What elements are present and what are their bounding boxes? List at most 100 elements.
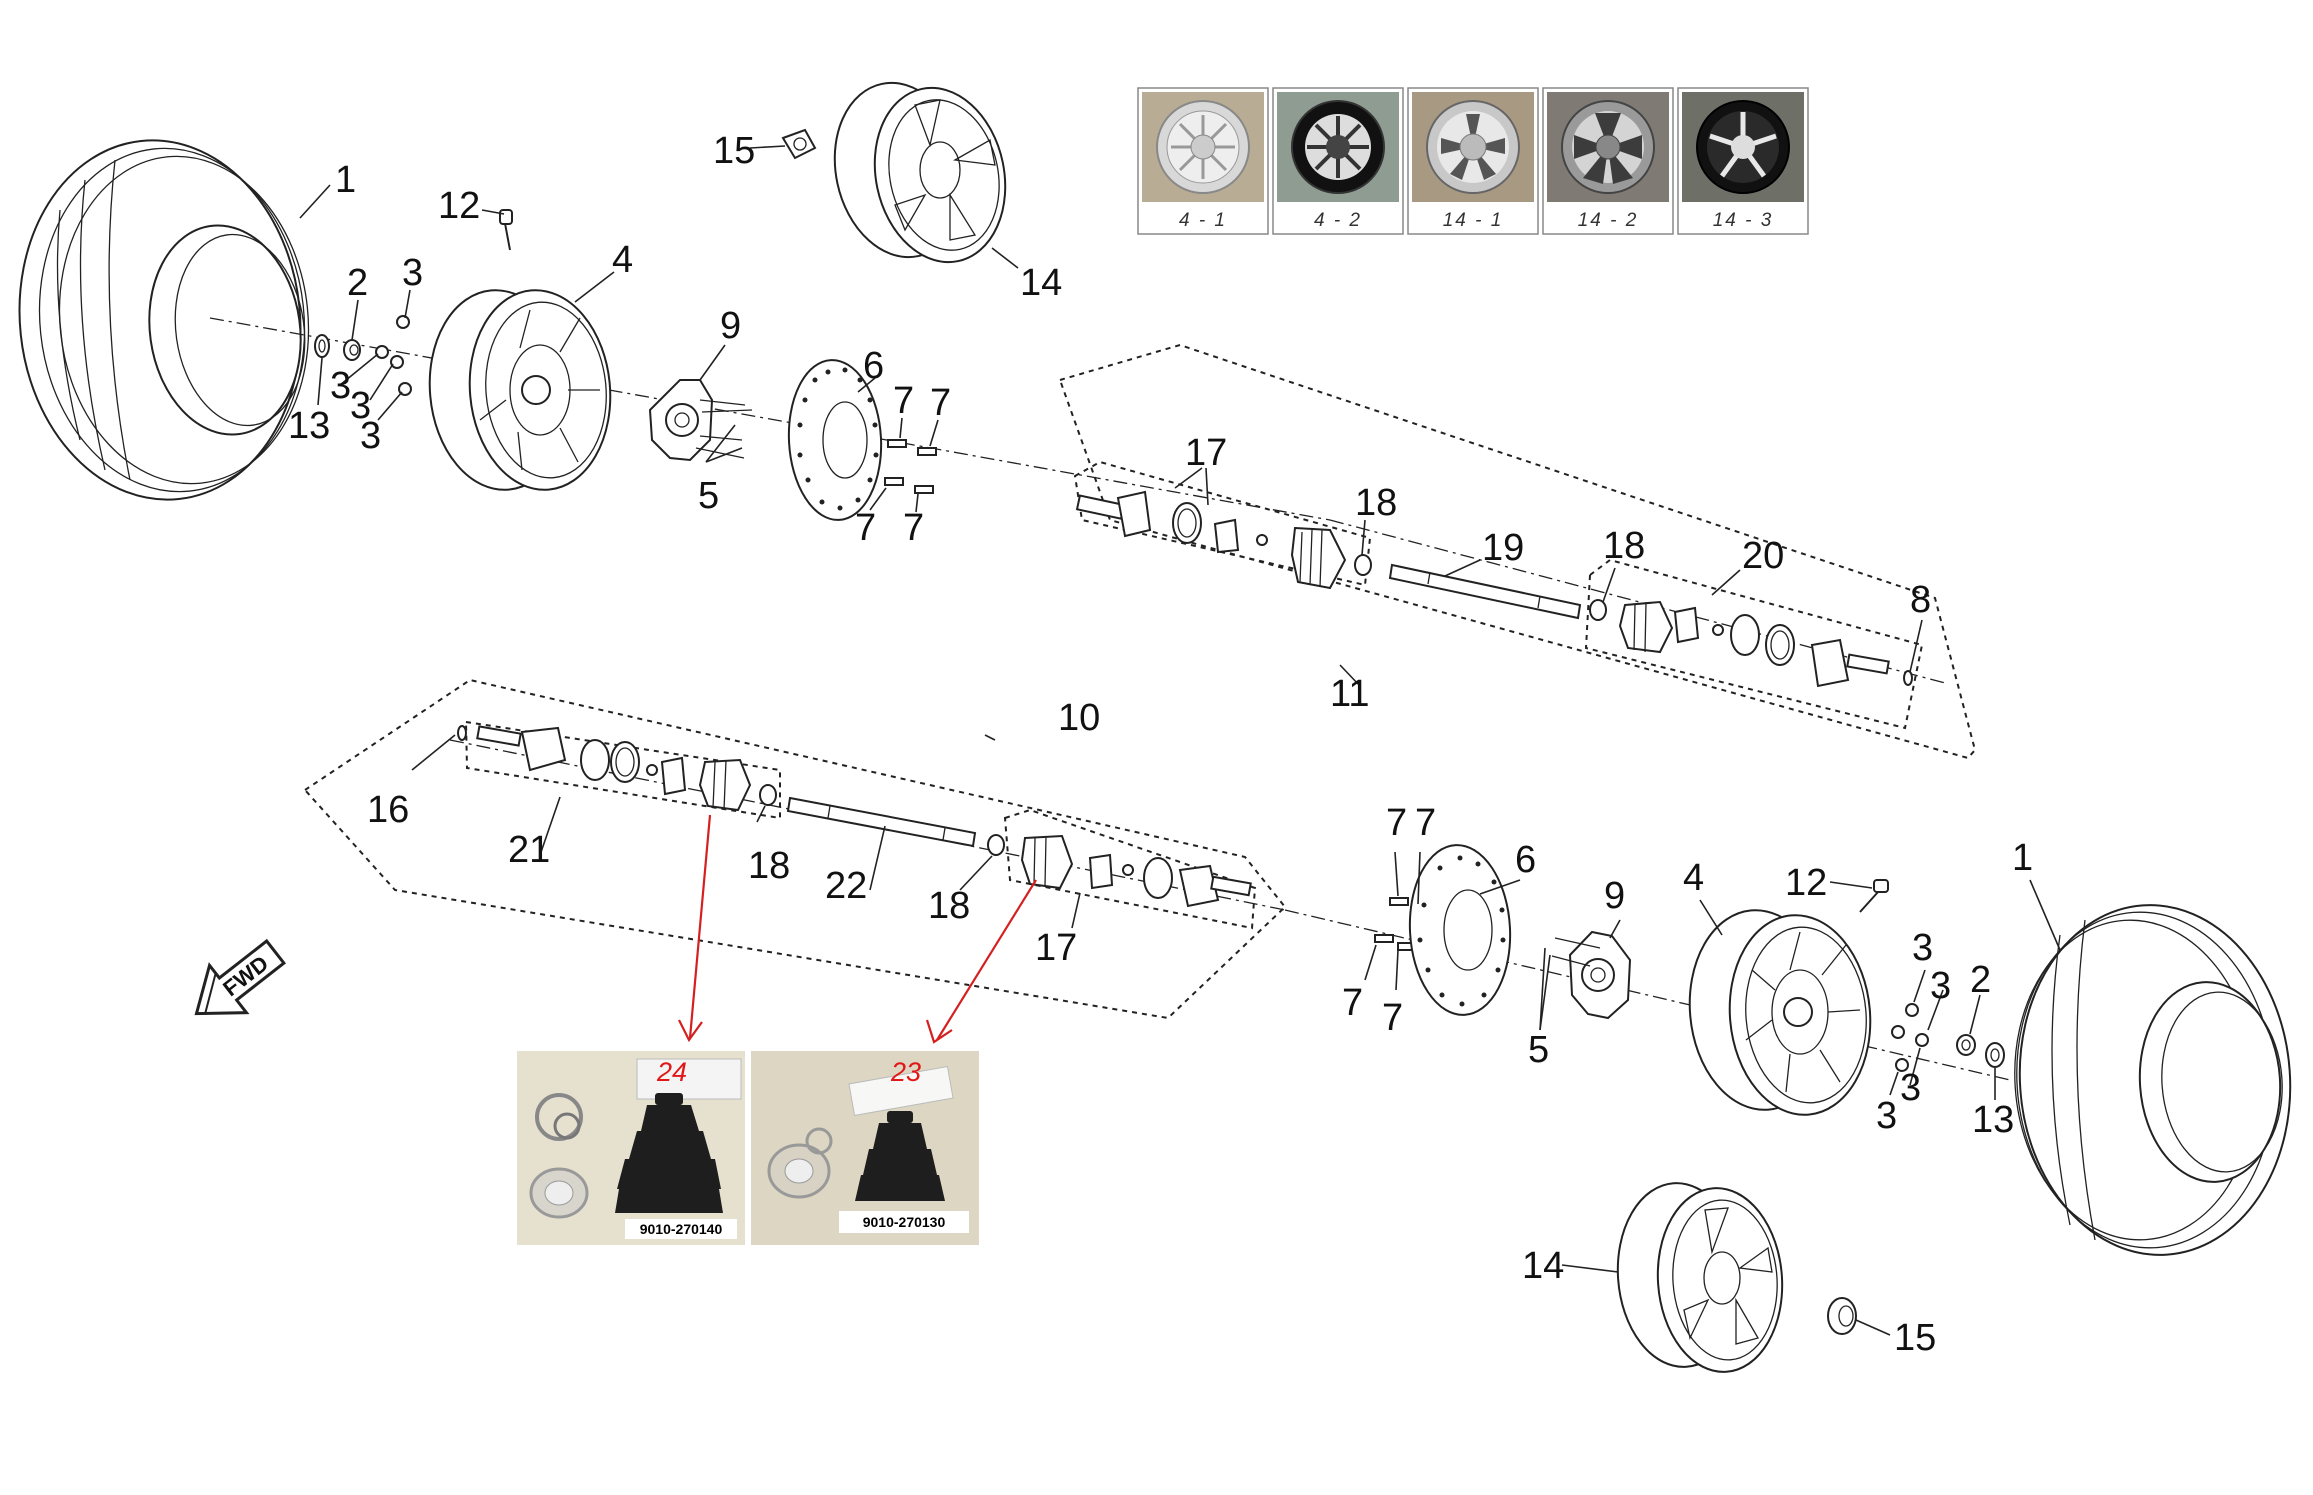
steel-wheel-rear[interactable] [1682,904,1879,1120]
cotter-pin-rear[interactable] [1985,1042,2005,1068]
kit-tag: 24 [656,1057,687,1087]
callout-stud-rear: 5 [1528,1029,1549,1071]
hub-front[interactable] [648,379,753,462]
callout-hub-rear: 9 [1604,875,1625,917]
callout-bolt-front: 7 [930,382,951,424]
callout-front-shaft: 19 [1482,527,1524,569]
callout-tire-front: 1 [335,159,356,201]
callout-bolt-rear: 7 [1386,802,1407,844]
alloy-wheel-bottom[interactable] [1612,1179,1789,1376]
variant-label: 4 - 2 [1314,210,1362,231]
variant-thumb-14-3[interactable]: 14 - 3 [1677,87,1809,235]
front-shaft-frame [1058,343,1977,760]
callout-rear-shaft-assy: 10 [1058,697,1100,739]
variant-label: 4 - 1 [1179,210,1227,231]
lug-nuts-rear[interactable] [1891,1003,1929,1072]
hub-nut-rear[interactable] [1956,1034,1976,1056]
brake-disc-rear[interactable] [1406,842,1515,1017]
callout-brake-disc-front: 6 [863,345,884,387]
callout-inner-joint-front: 20 [1742,535,1784,577]
outer-cv-joint-front[interactable] [1075,490,1372,590]
wheel-variants-strip: 4 - 1 4 - 2 14 - 1 [1137,87,1809,235]
callout-lug-nut-rear: 3 [1930,965,1951,1007]
disc-bolts-front[interactable] [884,439,937,494]
cotter-pin-front[interactable] [314,334,330,358]
callout-tire-rear: 1 [2012,837,2033,879]
callout-ring: 16 [367,789,409,831]
hub-rear[interactable] [1551,930,1632,1020]
steel-wheel-front[interactable] [422,284,619,495]
alloy-wheel-top[interactable] [819,71,1021,275]
variant-label: 14 - 2 [1578,210,1639,231]
callout-cap-bottom: 15 [1894,1317,1936,1359]
center-cap-bottom[interactable] [1827,1297,1857,1335]
rear-wheel-assembly [303,678,2302,1376]
rear-half-shaft[interactable] [786,796,977,848]
rear-outer-joint-frame [1003,808,1257,930]
inner-cv-joint-front[interactable] [1589,599,1913,688]
forward-direction-arrow: FWD [194,938,286,1016]
valve-stem-front[interactable] [499,209,513,251]
rear-shaft-frame [303,678,1287,1020]
hub-nut-front[interactable] [343,339,361,361]
callout-lug-nut-front: 3 [402,252,423,294]
callout-hub-front: 9 [720,305,741,347]
callout-outer-joint-front: 17 [1185,432,1227,474]
callout-lug-nut-front: 3 [350,385,371,427]
callout-bolt-front: 7 [903,507,924,549]
boot-kit-photo-23[interactable]: 23 9010-270130 [751,1051,979,1245]
kit-tag: 23 [890,1057,921,1087]
callout-labels: 1 2 3 3 3 3 1 3 4 12 9 5 6 7 7 7 7 15 14 … [288,130,2033,1359]
callout-bolt-front: 7 [893,380,914,422]
callout-alloy-wheel-bottom: 14 [1522,1245,1564,1287]
callout-steel-wheel-rear: 4 [1683,857,1704,899]
boot-kit-photo-24[interactable]: 24 9010-270140 [517,1051,745,1245]
front-wheel-assembly [2,71,1977,760]
variant-label: 14 - 3 [1713,210,1774,231]
callout-bolt-rear: 7 [1382,997,1403,1039]
circlip[interactable] [1903,670,1913,686]
callout-brake-disc-rear: 6 [1515,839,1536,881]
callout-lug-nut-rear: 3 [1900,1067,1921,1109]
callout-valve-rear: 12 [1785,862,1827,904]
variant-thumb-14-1[interactable]: 14 - 1 [1407,87,1539,235]
callout-circlip: 8 [1910,579,1931,621]
callout-clip-rear: 18 [748,845,790,887]
callout-hub-nut-rear: 2 [1970,959,1991,1001]
lug-nuts-front[interactable] [375,315,412,396]
center-cap-top[interactable] [781,128,817,160]
callout-stud-front: 5 [698,475,719,517]
callout-clip-front: 18 [1355,482,1397,524]
rear-inner-joint-frame [464,720,781,820]
callout-rear-shaft: 22 [825,865,867,907]
variant-thumb-4-2[interactable]: 4 - 2 [1272,87,1404,235]
kit-part-number: 9010-270140 [640,1221,723,1237]
variant-thumb-14-2[interactable]: 14 - 2 [1542,87,1674,235]
variant-thumb-4-1[interactable]: 4 - 1 [1137,87,1269,235]
inner-cv-joint-rear[interactable] [476,725,777,812]
leader-lines [299,145,2061,1336]
ring[interactable] [457,725,467,741]
callout-cap-top: 15 [713,130,755,172]
brake-disc-front[interactable] [785,358,885,523]
callout-bolt-front: 7 [855,507,876,549]
callout-lug-nut-rear: 3 [1912,927,1933,969]
callout-alloy-wheel-top: 14 [1020,262,1062,304]
front-inner-joint-frame [1584,558,1924,730]
callout-lug-nut-rear: 3 [1876,1095,1897,1137]
callout-clip-rear: 18 [928,885,970,927]
callout-lug-nut-front: 3 [360,415,381,457]
callout-lug-nut-front: 3 [330,365,351,407]
callout-front-shaft-assy: 11 [1330,673,1369,715]
tire-rear[interactable] [2004,896,2302,1264]
callout-bolt-rear: 7 [1415,802,1436,844]
outer-cv-joint-rear[interactable] [987,834,1252,908]
front-half-shaft[interactable] [1388,563,1582,620]
valve-stem-rear[interactable] [1859,879,1889,913]
boot-pointer-arrows [678,814,1037,1044]
callout-inner-joint-rear: 21 [508,829,550,871]
callout-clip-front: 18 [1603,525,1645,567]
tire-front[interactable] [2,126,325,513]
callout-steel-wheel-front: 4 [612,239,633,281]
